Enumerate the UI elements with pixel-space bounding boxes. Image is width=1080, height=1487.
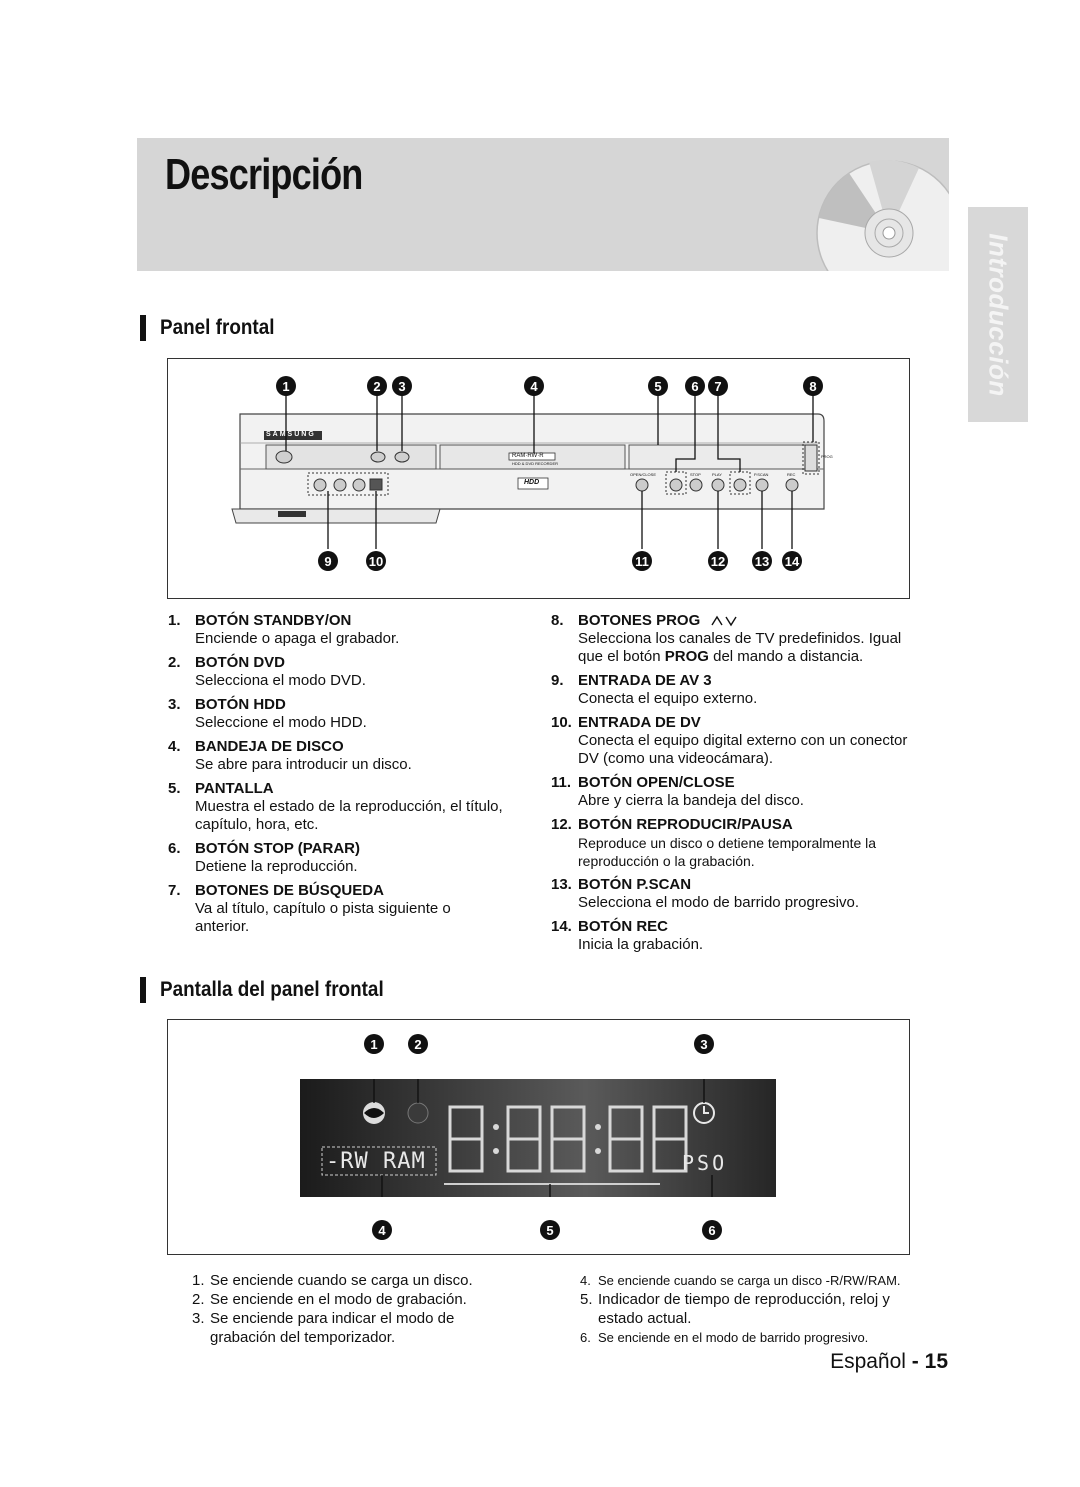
- lcd-segments: [321, 1079, 715, 1197]
- display-note-4: 4.Se enciende cuando se carga un disco -…: [580, 1273, 901, 1288]
- item-8: 8.BOTONES PROG Selecciona los canales de…: [551, 612, 902, 665]
- callout-5: 5: [648, 376, 668, 396]
- item-4: 4.BANDEJA DE DISCO Se abre para introduc…: [168, 738, 412, 773]
- item-3: 3.BOTÓN HDD Seleccione el modo HDD.: [168, 696, 367, 731]
- open-close-label: OPEN/CLOSE: [630, 472, 657, 477]
- item-2: 2.BOTÓN DVD Selecciona el modo DVD.: [168, 654, 366, 689]
- display-callout-2: 2: [408, 1034, 428, 1054]
- side-tab-label: Introducción: [983, 233, 1014, 397]
- item-12: 12.BOTÓN REPRODUCIR/PAUSA Reproduce un d…: [551, 816, 877, 869]
- display-callout-3: 3: [694, 1034, 714, 1054]
- item-10: 10.ENTRADA DE DV Conecta el equipo digit…: [551, 714, 908, 767]
- lcd-display: -RW RAM PSO: [300, 1079, 776, 1197]
- prog-label: PROG: [821, 454, 833, 459]
- display-note-6: 6.Se enciende en el modo de barrido prog…: [580, 1330, 869, 1345]
- pscan-label: P.SCAN: [754, 472, 769, 477]
- display-note-3: 3.Se enciende para indicar el modo de gr…: [192, 1310, 455, 1346]
- callout-9: 9: [318, 551, 338, 571]
- item-13: 13.BOTÓN P.SCAN Selecciona el modo de ba…: [551, 876, 859, 911]
- item-14: 14.BOTÓN REC Inicia la grabación.: [551, 918, 704, 953]
- item-6: 6.BOTÓN STOP (PARAR) Detiene la reproduc…: [168, 840, 361, 875]
- dvd-recorder-illustration: [231, 395, 825, 549]
- page-title: Descripción: [165, 150, 363, 199]
- up-down-arrows-icon: [711, 615, 738, 627]
- ram-label: RAM·RW·R: [512, 453, 544, 459]
- play-label: PLAY: [712, 472, 722, 477]
- item-7: 7.BOTONES DE BÚSQUEDA Va al título, capí…: [168, 882, 451, 935]
- callout-2: 2: [367, 376, 387, 396]
- callout-11: 11: [632, 551, 652, 571]
- page-number: 15: [924, 1350, 948, 1373]
- callout-1: 1: [276, 376, 296, 396]
- display-notes-right: 4.Se enciende cuando se carga un disco -…: [580, 1271, 920, 1347]
- callout-3: 3: [392, 376, 412, 396]
- heading-bar: [140, 315, 146, 341]
- display-callout-4: 4: [372, 1220, 392, 1240]
- rec-label: REC: [787, 472, 796, 477]
- callout-4: 4: [524, 376, 544, 396]
- heading-bar: [140, 977, 146, 1003]
- items-left-column: 1.BOTÓN STANDBY/ON Enciende o apaga el g…: [168, 612, 508, 942]
- item-1: 1.BOTÓN STANDBY/ON Enciende o apaga el g…: [168, 612, 400, 647]
- section-title: Pantalla del panel frontal: [160, 978, 384, 1001]
- stop-label: STOP: [690, 472, 701, 477]
- brand-label: SAMSUNG: [266, 431, 316, 438]
- rw-ram-indicator: -RW RAM: [326, 1149, 426, 1174]
- callout-8: 8: [803, 376, 823, 396]
- item-11: 11.BOTÓN OPEN/CLOSE Abre y cierra la ban…: [551, 774, 804, 809]
- section-side-tab: Introducción: [968, 207, 1028, 422]
- pso-indicator: PSO: [682, 1151, 728, 1175]
- display-callout-6: 6: [702, 1220, 722, 1240]
- display-note-5: 5.Indicador de tiempo de reproducción, r…: [580, 1291, 890, 1327]
- callout-14: 14: [782, 551, 802, 571]
- front-panel-figure: 1 2 3 4 5 6 7 8 9 10 11 12 13 14 SAMSUNG…: [167, 358, 910, 599]
- display-callout-5: 5: [540, 1220, 560, 1240]
- disc-graphic: [816, 159, 949, 271]
- hdd-logo: HDD: [524, 479, 540, 486]
- footer-dash: -: [911, 1350, 919, 1373]
- title-band: Descripción: [137, 138, 949, 271]
- item-9: 9.ENTRADA DE AV 3 Conecta el equipo exte…: [551, 672, 758, 707]
- section-title: Panel frontal: [160, 316, 275, 339]
- display-note-2: 2.Se enciende en el modo de grabación.: [192, 1291, 467, 1308]
- callout-10: 10: [366, 551, 386, 571]
- callout-13: 13: [752, 551, 772, 571]
- display-callout-1: 1: [364, 1034, 384, 1054]
- callout-6: 6: [685, 376, 705, 396]
- callout-7: 7: [708, 376, 728, 396]
- item-5: 5.PANTALLA Muestra el estado de la repro…: [168, 780, 503, 833]
- recorder-label: HDD & DVD RECORDER: [512, 461, 559, 466]
- footer-language: Español: [830, 1350, 906, 1373]
- display-notes-left: 1.Se enciende cuando se carga un disco. …: [192, 1271, 522, 1347]
- display-note-1: 1.Se enciende cuando se carga un disco.: [192, 1272, 473, 1289]
- section-heading-front-display: Pantalla del panel frontal: [140, 977, 409, 1003]
- items-right-column: 8.BOTONES PROG Selecciona los canales de…: [551, 612, 911, 960]
- section-heading-front-panel: Panel frontal: [140, 315, 287, 341]
- callout-12: 12: [708, 551, 728, 571]
- page-footer: Español - 15: [830, 1350, 948, 1374]
